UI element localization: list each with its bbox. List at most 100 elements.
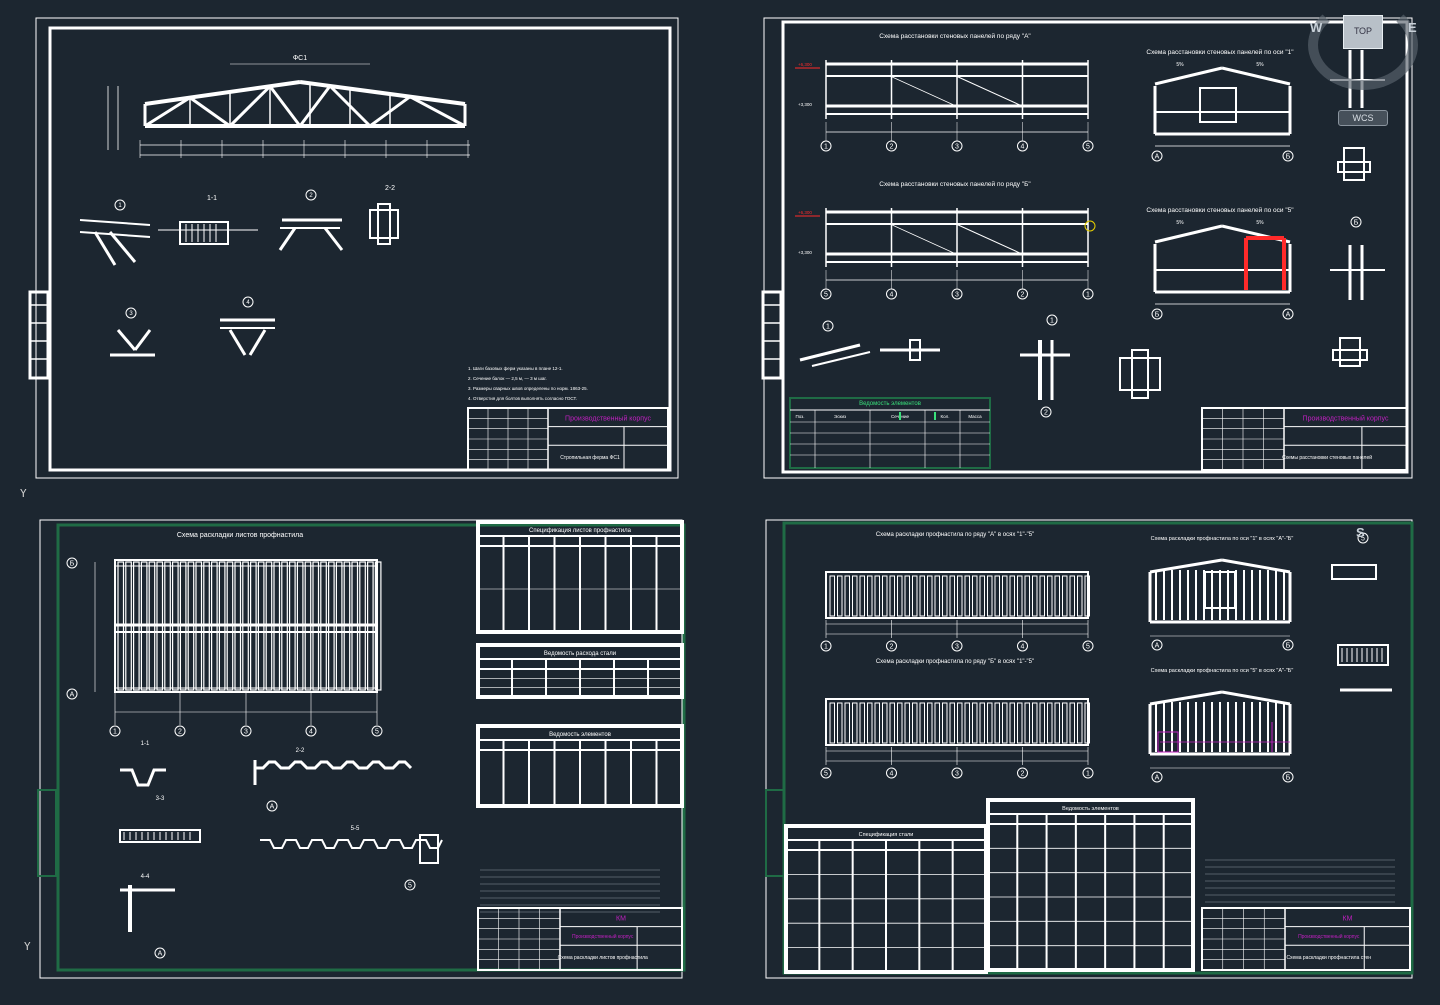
axis-bubble-label: 1 [113,729,117,736]
axis-bubble-label: 3 [955,771,959,778]
axis-bubble-label: 1 [824,144,828,151]
title-block-stamp: Производственный корпус [565,414,651,422]
compass-east[interactable]: E [1408,20,1417,35]
elev-mark: +3,300 [798,250,812,255]
axis-bubble-label: Б [70,561,75,568]
end-wall-sheeting: Схема раскладки профнастила по оси "5" в… [1148,668,1294,783]
viewcube-ring[interactable] [1308,0,1418,90]
axis-bubble-label: Б [1286,775,1291,782]
viewcube[interactable]: ТОР W E [1308,0,1418,90]
spec-table-title: Ведомость элементов [859,401,921,407]
axis-bubble-label: Б [1286,643,1291,650]
sheeting-details: 5 [1331,532,1392,692]
truss-notes: 1. Шаги базовых ферм указаны в плане 12-… [468,366,588,401]
axis-bubble-label: A [158,951,163,958]
endwall-elevation: Схема расстановки стеновых панелей по ос… [1146,48,1294,162]
spec-table: Ведомость элементовПоз.ЭскизСечениеКол.М… [789,397,991,469]
svg-text:1-1: 1-1 [141,741,150,747]
axis-bubble-label: 4 [1021,144,1025,151]
axis-bubble-label: Б [1286,154,1291,161]
table-title: Ведомость элементов [549,732,611,738]
svg-text:1: 1 [118,203,122,209]
wcs-menu-button[interactable]: WCS [1338,110,1388,126]
axis-bubble-label: Б [1155,312,1160,319]
sheet3-notes [480,869,660,913]
axis-bubble-label: 1 [1050,318,1054,325]
elev-mark: +3,300 [798,102,812,107]
sheet-4-wall-sheeting: Схема раскладки профнастила по ряду "А" … [765,519,1414,979]
wall-title: Схема расстановки стеновых панелей по ря… [879,32,1031,40]
axis-bubble-label: 3 [244,729,248,736]
svg-text:5-5: 5-5 [351,826,360,832]
note-line: 4. Отверстия для болтов выполнять соглас… [468,396,577,401]
spec-header: Эскиз [834,414,846,419]
ucs-y-label-2: Y [24,940,31,953]
svg-text:3-3: 3-3 [156,796,165,802]
axis-bubble-label: 3 [955,292,959,299]
axis-bubble-label: А [70,692,75,699]
svg-text:5%: 5% [1256,220,1264,226]
axis-bubble-label: 5 [824,771,828,778]
table-steel: Ведомость расхода стали [476,643,684,699]
svg-text:4: 4 [246,300,250,306]
table-sheet4-elements: Ведомость элементов [986,798,1195,972]
title-block-sheet-name: Схемы расстановки стеновых панелей [1282,454,1372,461]
note-line: 3. Размеры сварных швов определены по но… [468,386,588,391]
title-block-stamp: КМ [616,915,626,922]
endwall-title: Схема расстановки стеновых панелей по ос… [1146,206,1294,214]
axis-bubble-label: A [1155,643,1160,650]
axis-bubble-label: 1 [1086,771,1090,778]
title-block-sheet-name: Схема раскладки листов профнастила [558,955,648,961]
title-block-project: Производственный корпус [1298,933,1360,940]
end-wall-title: Схема раскладки профнастила по оси "1" в… [1151,536,1294,542]
axis-bubble-label: 5 [1086,644,1090,651]
axis-bubble-label: 2 [178,729,182,736]
axis-bubble-label: 4 [309,729,313,736]
table-sheet4-elements-small: Спецификация стали [784,824,988,974]
spec-header: Поз. [796,414,805,419]
title-block-project: Производственный корпус [572,933,634,940]
truss-title: ФС1 [293,55,307,62]
svg-text:5%: 5% [1176,220,1184,226]
wall-title: Схема расстановки стеновых панелей по ря… [879,180,1031,188]
spec-tables: Спецификация листов профнастилаВедомость… [476,520,684,808]
table-title: Спецификация листов профнастила [529,528,632,534]
table-title: Ведомость расхода стали [544,651,616,657]
axis-bubble-label: 2 [1044,410,1048,417]
elev-mark: +6,300 [798,62,812,67]
table-sheets-spec: Спецификация листов профнастила [476,520,684,634]
compass-south[interactable]: S [1356,525,1365,540]
svg-text:1-1: 1-1 [207,195,217,202]
wall-elevation: Схема расстановки стеновых панелей по ря… [795,180,1094,300]
axis-bubble-label: 3 [955,144,959,151]
axis-bubble-label: 2 [1021,292,1025,299]
svg-text:5%: 5% [1176,62,1184,68]
sheet4-tables: Спецификация стали Ведомость элементов [784,798,1195,974]
roof-plan-title: Схема раскладки листов профнастила [177,532,303,539]
axis-bubble-label: 1 [826,324,830,331]
end-wall-sheeting: Схема раскладки профнастила по оси "1" в… [1148,536,1294,651]
compass-west[interactable]: W [1310,20,1323,35]
long-wall-sheeting: Схема раскладки профнастила по ряду "Б" … [820,659,1094,779]
endwall-elevation: Схема расстановки стеновых панелей по ос… [1084,206,1294,320]
sheet4-notes [1205,859,1395,903]
truss-elevation: ФС1 [107,55,470,158]
svg-text:2: 2 [309,193,313,199]
ucs-y-label: Y [20,487,27,500]
table-title: Спецификация стали [859,832,914,838]
long-wall-title: Схема раскладки профнастила по ряду "Б" … [876,659,1034,665]
viewcube-top-face[interactable]: ТОР [1343,15,1383,49]
axis-bubble-label: 5 [408,883,412,890]
profile-2 [255,760,413,770]
spec-header: Кол. [941,414,950,419]
axis-bubble-label: 5 [1086,144,1090,151]
axis-bubble-label: 5 [1361,536,1365,543]
svg-text:3: 3 [129,311,133,317]
profile-5 [260,839,443,849]
